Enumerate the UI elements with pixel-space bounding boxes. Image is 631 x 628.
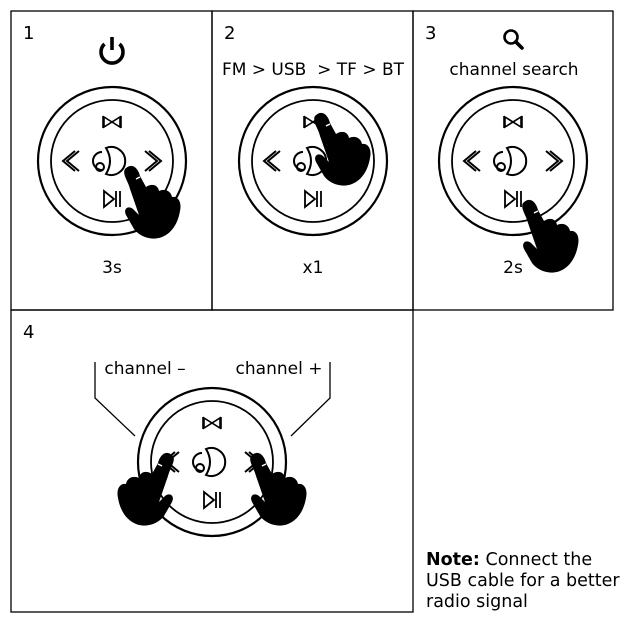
mode-sequence-label: FM > USB > TF > BT <box>222 60 405 80</box>
pressing-hand-3 <box>521 199 580 274</box>
panel-1-number: 1 <box>23 23 34 44</box>
panel-4: 4 channel – channel + <box>23 322 331 538</box>
channel-plus-label: channel + <box>236 359 323 379</box>
channel-plus-leader <box>290 362 331 437</box>
panel-3-number: 3 <box>425 23 436 44</box>
panel-1: 1 3s <box>23 23 188 278</box>
search-icon <box>503 29 524 50</box>
control-dial-3 <box>437 85 589 237</box>
panel-2: 2 FM > USB > TF > BT x1 <box>222 23 405 278</box>
usb-note: Note: Connect the USB cable for a better… <box>426 550 626 613</box>
panel-frames <box>10 10 614 613</box>
channel-minus-label: channel – <box>104 359 185 379</box>
panel-2-number: 2 <box>224 23 235 44</box>
panel-1-duration: 3s <box>102 258 122 278</box>
power-icon <box>99 37 125 65</box>
note-label: Note: <box>426 550 480 570</box>
panel-3-duration: 2s <box>503 258 523 278</box>
pressing-hand-1 <box>123 165 182 240</box>
panel-2-count: x1 <box>303 258 324 278</box>
channel-search-label: channel search <box>449 60 578 80</box>
panel-3: 3 channel search 2s <box>425 23 589 278</box>
channel-minus-leader <box>94 362 136 437</box>
pressing-hand-left <box>116 452 175 527</box>
pressing-hand-right <box>249 452 308 527</box>
panel-4-number: 4 <box>23 322 34 343</box>
note-text: Connect the USB cable for a better radio… <box>426 550 620 612</box>
